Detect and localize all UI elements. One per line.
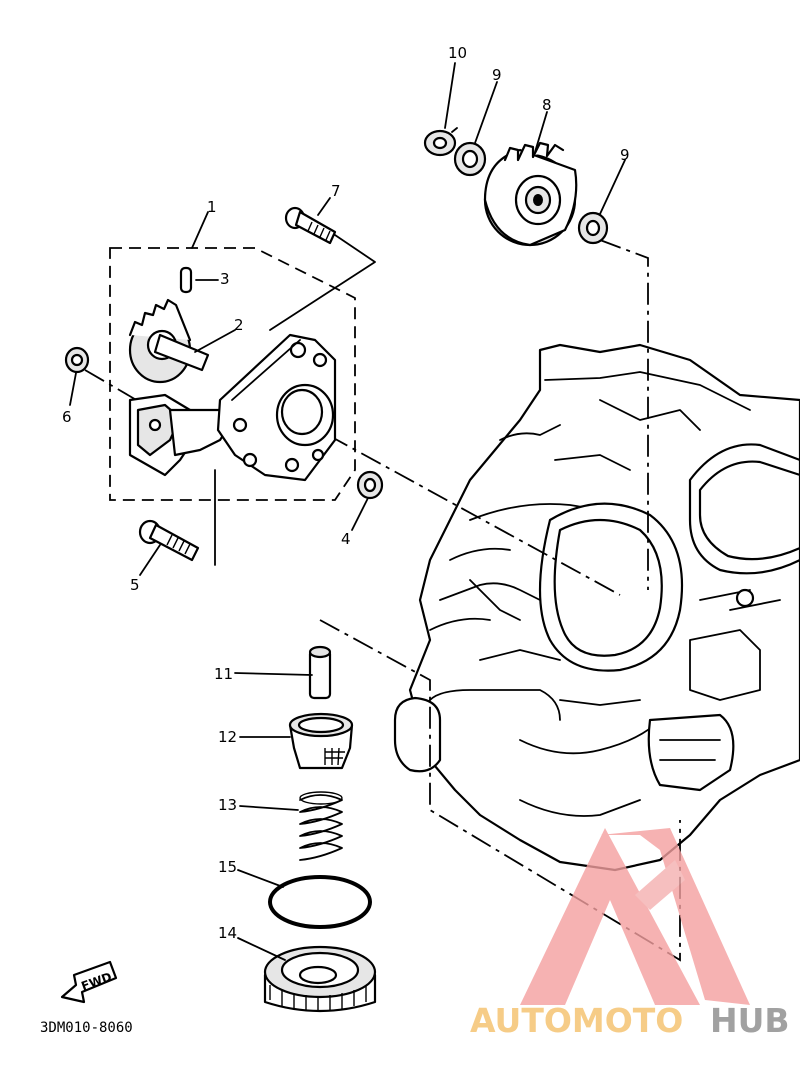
- spring-13: [299, 791, 343, 861]
- automotohub-watermark: AUTOMOTO HUB: [470, 828, 790, 1040]
- gear-8: [483, 141, 578, 247]
- pump-center-line: [327, 434, 621, 596]
- callout-1: 1: [207, 198, 217, 216]
- pin-3: [179, 266, 193, 294]
- callout-4: 4: [341, 530, 351, 548]
- callout-3: 3: [220, 270, 230, 288]
- oil-pump-body: [128, 333, 337, 482]
- watermark-text-automoto: AUTOMOTO: [470, 1001, 683, 1040]
- callout-6: 6: [62, 408, 72, 426]
- o-ring-15: [268, 875, 372, 929]
- washer-9-upper: [453, 141, 487, 177]
- forward-direction-arrow: FWD: [60, 960, 118, 1004]
- callout-7: 7: [331, 182, 341, 200]
- washer-4: [356, 470, 384, 500]
- watermark-text-hub: HUB: [710, 1001, 790, 1040]
- bolt-5: [138, 519, 200, 562]
- drawing-code: 3DM010-8060: [40, 1020, 133, 1036]
- drive-gear-2: [128, 298, 210, 384]
- bolt-7: [284, 206, 337, 245]
- watermark-logo-triangle: [520, 828, 700, 1005]
- callout-leaders: [69, 62, 626, 961]
- callout-13: 13: [218, 796, 237, 814]
- assembly-1-boundary: [109, 247, 356, 501]
- callout-8: 8: [542, 96, 552, 114]
- callout-9-upper: 9: [492, 66, 502, 84]
- shaft-center-line: [599, 239, 649, 590]
- callout-12: 12: [218, 728, 237, 746]
- cap-14: [263, 945, 377, 1013]
- washer-9-lower: [577, 211, 609, 245]
- circlip-10: [423, 127, 458, 157]
- callout-2: 2: [234, 316, 244, 334]
- crankcase: [393, 343, 800, 872]
- callout-10: 10: [448, 44, 467, 62]
- callout-5: 5: [130, 576, 140, 594]
- bolt-7-leader: [269, 234, 376, 331]
- strainer-12: [288, 712, 354, 770]
- pipe-11: [308, 645, 332, 700]
- callout-14: 14: [218, 924, 237, 942]
- callout-15: 15: [218, 858, 237, 876]
- strainer-center-line: [319, 619, 681, 962]
- callout-11: 11: [214, 665, 233, 683]
- callout-9-lower: 9: [620, 146, 630, 164]
- washer-6: [64, 346, 90, 374]
